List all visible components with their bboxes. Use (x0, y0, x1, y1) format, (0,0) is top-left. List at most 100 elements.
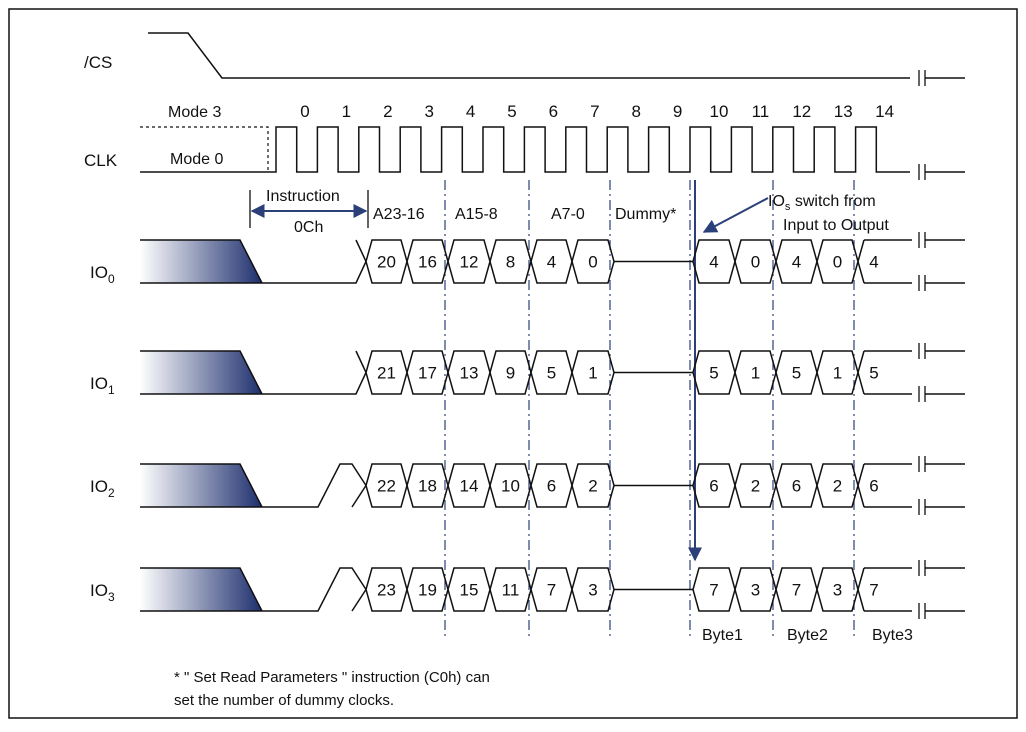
undefined-state-fill (140, 568, 262, 611)
bus-cell-value: 1 (833, 364, 842, 383)
byte2-label: Byte2 (787, 627, 828, 644)
clock-number: 0 (300, 102, 309, 121)
instruction-low (262, 372, 367, 395)
clock-number: 11 (752, 102, 770, 121)
bus-cell-value: 3 (588, 581, 597, 600)
bus-cell-value: 4 (709, 253, 718, 272)
bus-cell-value: 21 (377, 364, 396, 383)
bus-cell-value: 13 (460, 364, 479, 383)
bus-cell (857, 350, 865, 395)
bus-cell-value: 6 (869, 477, 878, 496)
mode0-label: Mode 0 (170, 151, 223, 168)
footnote-line2: set the number of dummy clocks. (174, 692, 394, 709)
bus-cell-value: 6 (709, 477, 718, 496)
byte1-label: Byte1 (702, 627, 743, 644)
bus-cell-value: 0 (588, 253, 597, 272)
bus-cell-value: 11 (502, 581, 520, 600)
clock-number: 8 (631, 102, 640, 121)
bus-cell (857, 567, 865, 612)
bus-cell-value: 4 (792, 253, 801, 272)
undefined-state-fill (140, 464, 262, 507)
bus-cell-value: 5 (709, 364, 718, 383)
bus-cell-value: 5 (547, 364, 556, 383)
instruction-opcode: 0Ch (294, 219, 323, 236)
switch-note-line1: IOs switch from (768, 193, 876, 213)
bus-cell-value: 19 (418, 581, 437, 600)
addr-low-label: A7-0 (551, 206, 585, 223)
cs-waveform (148, 32, 910, 79)
undefined-state-edge (140, 239, 263, 284)
bus-cell-value: 23 (377, 581, 396, 600)
undefined-state-fill (140, 351, 262, 394)
instruction-low (262, 261, 367, 284)
clock-number: 14 (875, 102, 894, 121)
clk-line (268, 126, 910, 173)
footnote-line1: * " Set Read Parameters " instruction (C… (174, 669, 490, 686)
undefined-state-edge (140, 567, 263, 612)
bus-cell-value: 2 (833, 477, 842, 496)
bus-cell-value: 18 (418, 477, 437, 496)
clock-number: 3 (424, 102, 433, 121)
clock-number: 7 (590, 102, 599, 121)
addr-high-label: A23-16 (373, 206, 425, 223)
bus-cell-value: 15 (460, 581, 479, 600)
byte3-label: Byte3 (872, 627, 913, 644)
undefined-state-fill (140, 240, 262, 283)
bus-cell-value: 8 (506, 253, 515, 272)
dummy-label: Dummy* (615, 206, 676, 223)
bus-cell-value: 17 (418, 364, 437, 383)
undefined-state-edge (140, 350, 263, 395)
clk-label: CLK (84, 151, 118, 170)
io0-label: IO0 (90, 263, 115, 286)
clock-number: 2 (383, 102, 392, 121)
undefined-state-edge (140, 463, 263, 508)
bus-cell (857, 463, 865, 508)
bus-cell-value: 20 (377, 253, 396, 272)
mode3-dashed (140, 126, 269, 172)
bus-cell-value: 0 (751, 253, 760, 272)
mode3-label: Mode 3 (168, 104, 221, 121)
clock-number: 5 (507, 102, 516, 121)
bus-cell-value: 7 (869, 581, 878, 600)
bus-cell-value: 6 (547, 477, 556, 496)
cs-break-mark (918, 70, 965, 86)
clock-number: 4 (466, 102, 475, 121)
clock-number: 9 (673, 102, 682, 121)
io2-label: IO2 (90, 477, 115, 500)
clock-number: 13 (834, 102, 853, 121)
clock-number: 1 (342, 102, 351, 121)
io3-label: IO3 (90, 581, 115, 604)
bus-entry (351, 485, 367, 508)
bus-cell-value: 3 (833, 581, 842, 600)
bus-entry (351, 589, 367, 612)
clk-waveform (268, 126, 910, 173)
io1-label: IO1 (90, 374, 115, 397)
bus-cell-value: 9 (506, 364, 515, 383)
bus-cell-value: 22 (377, 477, 396, 496)
bus-entry (355, 239, 367, 262)
bus-cell-value: 7 (792, 581, 801, 600)
clock-number: 12 (792, 102, 811, 121)
switch-note-line2: Input to Output (783, 217, 889, 234)
bus-cell-value: 16 (418, 253, 437, 272)
clk-break-mark (918, 164, 965, 180)
bus-cell-value: 5 (869, 364, 878, 383)
addr-mid-label: A15-8 (455, 206, 498, 223)
instruction-high-pulse (262, 463, 367, 508)
bus-cell-value: 2 (751, 477, 760, 496)
clock-number: 10 (710, 102, 729, 121)
bus-cell (857, 239, 865, 284)
bus-cell-value: 0 (833, 253, 842, 272)
bus-entry (355, 350, 367, 373)
clock-number: 6 (549, 102, 558, 121)
bus-cell-value: 2 (588, 477, 597, 496)
bus-cell-value: 6 (792, 477, 801, 496)
instruction-label: Instruction (266, 188, 340, 205)
phase-guides (444, 180, 855, 640)
bus-cell-value: 7 (709, 581, 718, 600)
